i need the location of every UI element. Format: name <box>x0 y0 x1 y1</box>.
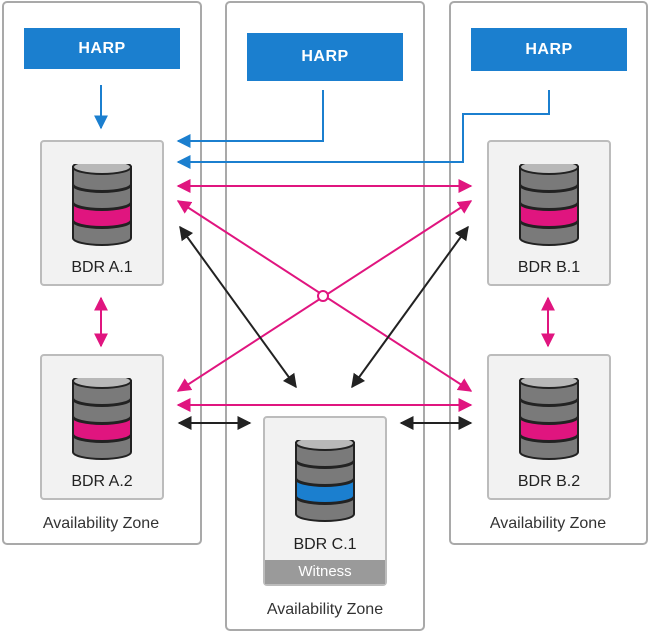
node-label: BDR A.1 <box>71 259 133 276</box>
harp-box-b: HARP <box>471 28 627 71</box>
node-bdr-b2: BDR B.2 <box>487 354 611 500</box>
node-bdr-a2: BDR A.2 <box>40 354 164 500</box>
database-icon <box>519 378 579 460</box>
crossing-point <box>317 290 329 302</box>
node-label: BDR B.2 <box>517 473 581 490</box>
harp-c-label: HARP <box>301 48 349 65</box>
zone-a-label: Availability Zone <box>42 515 160 532</box>
database-icon <box>72 164 132 246</box>
database-icon <box>519 164 579 246</box>
zone-b-label: Availability Zone <box>489 515 607 532</box>
node-bdr-b1: BDR B.1 <box>487 140 611 286</box>
witness-badge: Witness <box>265 560 385 584</box>
node-bdr-c1: BDR C.1 Witness <box>263 416 387 586</box>
node-label: BDR A.2 <box>71 473 133 490</box>
harp-box-c: HARP <box>247 33 403 81</box>
node-label: BDR C.1 <box>293 536 357 553</box>
witness-link-b1 <box>351 225 469 389</box>
witness-link-a1 <box>179 225 297 389</box>
database-icon <box>72 378 132 460</box>
harp-b-link <box>176 90 550 169</box>
node-bdr-a1: BDR A.1 <box>40 140 164 286</box>
node-label: BDR B.1 <box>517 259 581 276</box>
database-icon <box>295 440 355 522</box>
harp-b-label: HARP <box>525 40 573 58</box>
zone-c-label: Availability Zone <box>266 601 384 618</box>
harp-c-link <box>176 90 324 148</box>
harp-a-label: HARP <box>78 39 126 57</box>
harp-box-a: HARP <box>24 28 180 69</box>
